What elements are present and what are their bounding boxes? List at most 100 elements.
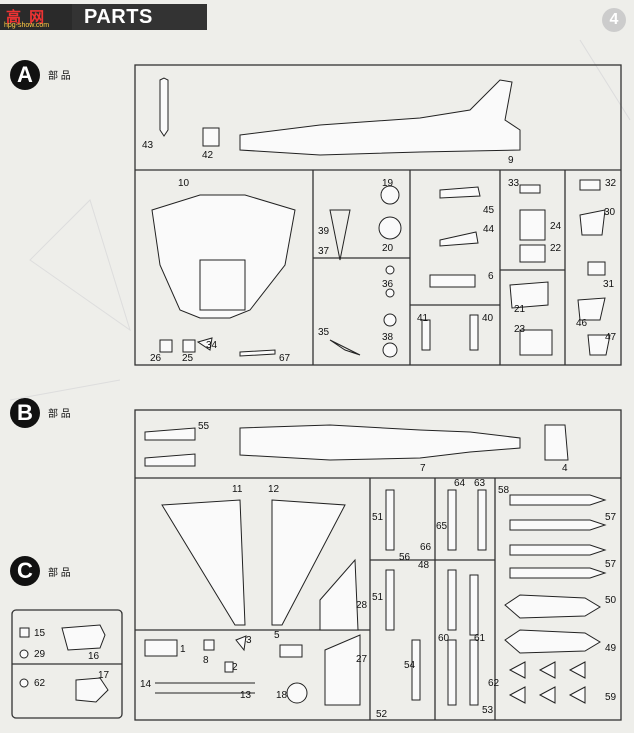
sprue-a-frame [134,64,622,366]
label-7: 7 [420,463,426,474]
label-66: 66 [420,542,432,553]
label-34: 34 [206,340,218,351]
part-63 [477,489,487,551]
label-15: 15 [34,628,46,639]
section-b-badge: B [10,398,40,428]
section-c-label: 部 品 [48,568,71,579]
label-17: 17 [98,670,110,681]
part-31 [587,261,606,276]
label-4: 4 [562,463,568,474]
part-25 [182,339,196,353]
part-3 [235,635,247,652]
part-55b [144,453,196,467]
label-10: 10 [178,178,190,189]
label-51a: 51 [372,512,384,523]
part-18 [286,682,308,704]
label-20: 20 [382,243,394,254]
site-logo: 高 网 hpg-show.com [0,4,72,30]
label-35: 35 [318,327,330,338]
part-35 [329,339,361,356]
part-fin-59e [538,686,556,704]
label-24: 24 [550,221,562,232]
label-23: 23 [514,324,526,335]
part-missile-51a [385,489,395,551]
part-fin-59b [538,661,556,679]
part-2 [224,661,234,673]
label-22: 22 [550,243,562,254]
part-41 [421,319,431,351]
part-61 [469,574,479,636]
label-57b: 57 [605,559,617,570]
part-fuselage-9 [239,79,521,156]
part-tank-57c [509,567,607,579]
label-59: 59 [605,692,617,703]
part-40 [469,314,479,351]
part-62 [19,678,29,688]
label-62: 62 [34,678,46,689]
part-fin-59a [508,661,526,679]
page-title: PARTS [84,5,153,28]
label-33: 33 [508,178,520,189]
part-wheel [385,265,395,275]
label-61: 61 [474,633,486,644]
label-11: 11 [232,484,243,495]
part-8 [203,639,215,651]
part-17 [75,677,109,703]
part-20 [378,216,402,240]
label-9: 9 [508,155,514,166]
label-48: 48 [418,560,430,571]
label-50: 50 [605,595,617,606]
label-12: 12 [268,484,280,495]
label-26: 26 [150,353,162,364]
part-22 [519,244,546,263]
label-54: 54 [404,660,416,671]
part-tank-57a [509,519,607,531]
label-67: 67 [279,353,291,364]
part-tank-57b [509,544,607,556]
part-6 [429,274,476,288]
label-2: 2 [232,662,238,673]
label-63: 63 [474,478,486,489]
part-missile-53 [469,639,479,706]
label-28: 28 [356,600,368,611]
label-14: 14 [140,679,152,690]
part-42 [202,127,220,147]
part-missile-43 [159,77,169,137]
label-30: 30 [604,207,616,218]
sprue-b-frame [134,409,622,721]
label-32: 32 [605,178,617,189]
label-62b: 62 [488,678,500,689]
label-16: 16 [88,651,100,662]
label-5: 5 [274,630,280,641]
part-wing-10 [151,194,296,319]
part-24 [519,209,546,241]
label-43: 43 [142,140,154,151]
part-47 [587,334,611,356]
part-fin-59f [568,686,586,704]
label-52: 52 [376,709,388,720]
label-40: 40 [482,313,494,324]
part-21 [509,281,549,309]
label-65: 65 [436,521,448,532]
label-41: 41 [417,313,429,324]
part-23 [519,329,553,356]
part-38 [382,342,398,358]
part-canopy-4 [544,424,569,461]
part-39 [329,209,351,261]
part-30 [579,209,606,236]
part-46 [577,297,606,321]
label-58: 58 [498,485,510,496]
label-8: 8 [203,655,209,666]
part-fin-59c [568,661,586,679]
part-67 [239,349,276,357]
part-wing-11 [161,499,246,626]
label-57a: 57 [605,512,617,523]
section-a-label: 部 品 [48,71,71,82]
section-a-badge: A [10,60,40,90]
section-b-label: 部 品 [48,409,71,420]
section-c-badge: C [10,556,40,586]
label-1: 1 [180,644,186,655]
part-19 [380,185,400,205]
part-36 [385,288,395,298]
